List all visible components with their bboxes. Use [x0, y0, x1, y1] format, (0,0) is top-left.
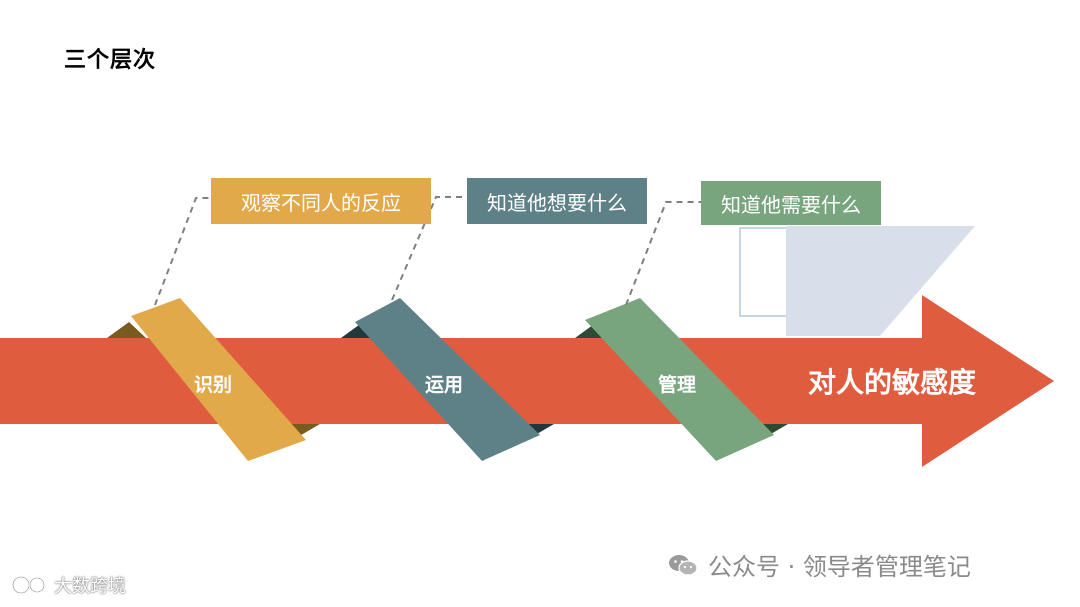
stage-1-label: 识别 [193, 374, 232, 396]
brand-watermark: 大数跨境 [10, 572, 126, 598]
brand-watermark-text: 大数跨境 [54, 576, 126, 597]
brand-logo-icon [11, 575, 46, 595]
arrow-label: 对人的敏感度 [808, 366, 977, 399]
stage-2-description: 知道他想要什么 [467, 178, 647, 224]
stage-3-description: 知道他需要什么 [701, 181, 881, 225]
connector-line-2 [391, 196, 470, 301]
slide-title: 三个层次 [64, 48, 157, 73]
band-stage-3 [585, 298, 774, 461]
connector-line-3 [625, 201, 702, 306]
wechat-icon [669, 554, 698, 576]
account-watermark: 公众号 · 领导者管理笔记 [668, 547, 971, 582]
stage-1-description: 观察不同人的反应 [211, 178, 431, 224]
stage-2-label: 运用 [424, 374, 463, 396]
decor-blue-shape [786, 226, 975, 336]
stage-3-label: 管理 [657, 374, 696, 396]
connector-line-1 [154, 197, 212, 306]
band-stage-1 [131, 298, 306, 461]
band-fold-top-1 [107, 322, 146, 338]
account-watermark-text: 公众号 · 领导者管理笔记 [708, 553, 971, 581]
band-stage-2 [355, 298, 540, 461]
